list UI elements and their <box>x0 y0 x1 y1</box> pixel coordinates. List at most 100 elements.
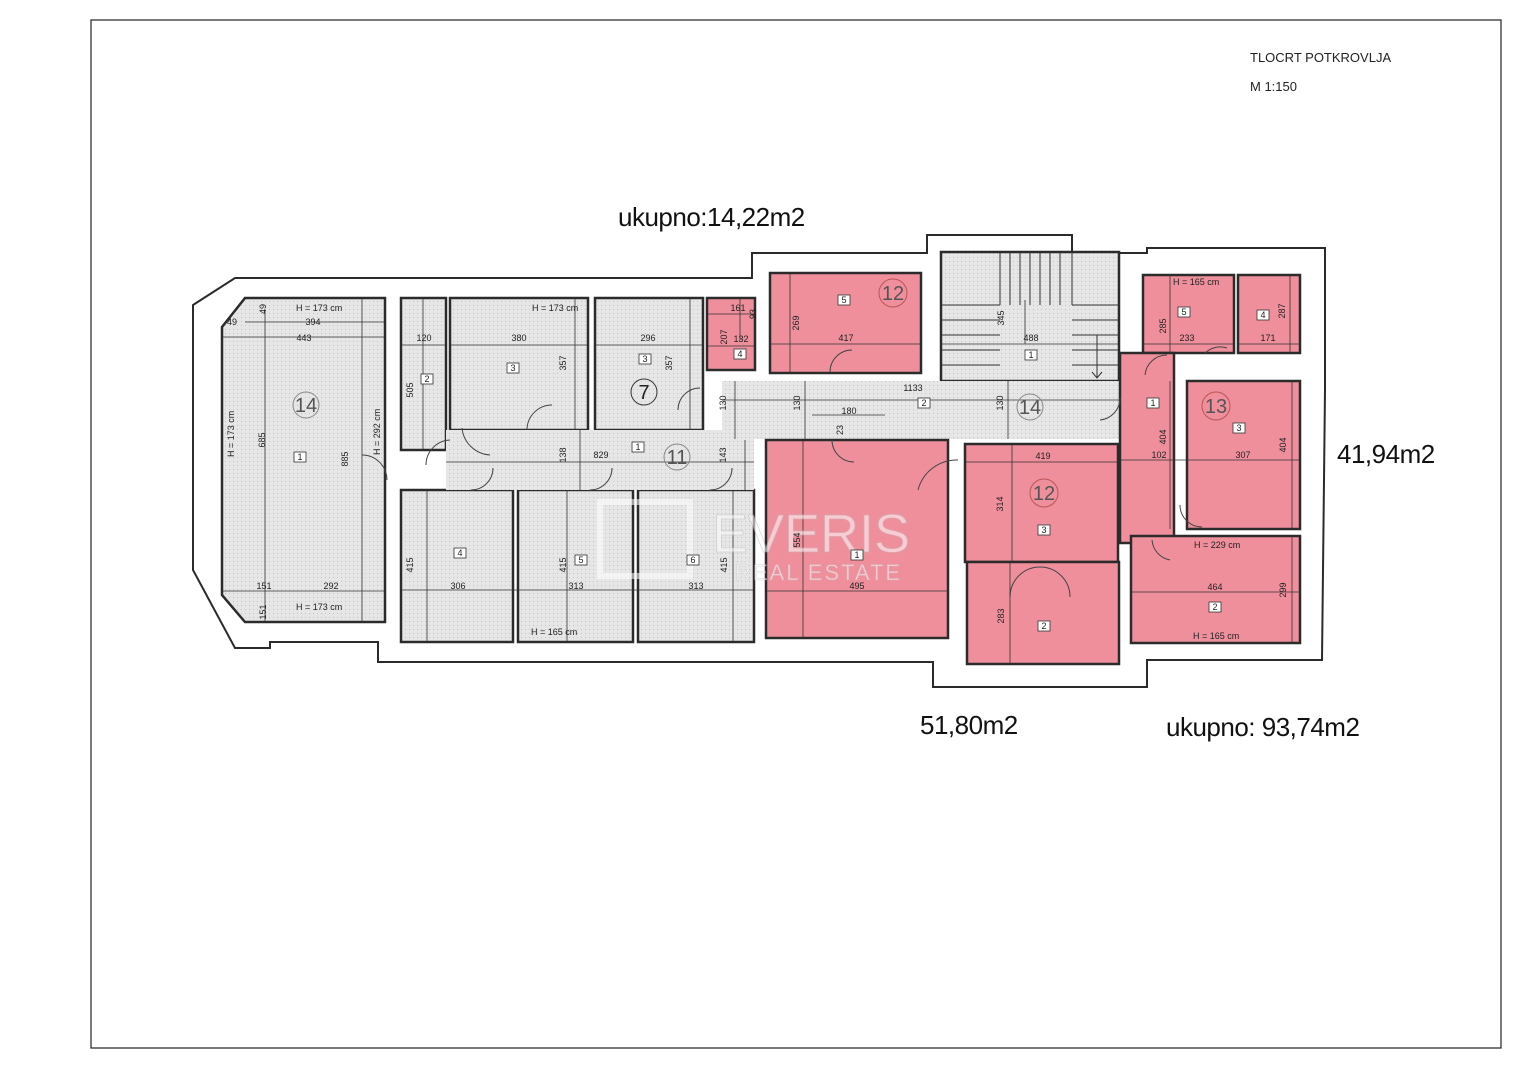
dimension-value: 495 <box>849 581 864 591</box>
doors <box>361 346 1228 598</box>
dimension-value: 171 <box>1260 333 1275 343</box>
dimension-value: 554 <box>792 532 802 547</box>
dimension-value: 488 <box>1023 333 1038 343</box>
room-11-5 <box>516 488 635 644</box>
dimension-value: 285 <box>1158 318 1168 333</box>
room-12-2 <box>965 560 1121 666</box>
height-label: H = 173 cm <box>296 602 342 612</box>
dimension-value: 415 <box>558 557 568 572</box>
unit-number: 11 <box>667 447 688 469</box>
dimension-value: 233 <box>1179 333 1194 343</box>
room-number: 5 <box>841 295 846 305</box>
dimension-value: 394 <box>305 317 320 327</box>
area-label-bottom-right: ukupno: 93,74m2 <box>1166 712 1360 742</box>
room-number: 3 <box>1236 423 1241 433</box>
room-number: 2 <box>424 374 429 384</box>
dimension-value: 443 <box>296 333 311 343</box>
room-number: 1 <box>1150 398 1155 408</box>
unit-number: 13 <box>1205 396 1227 418</box>
dimension-value: 130 <box>792 395 802 410</box>
dimension-value: 464 <box>1207 582 1222 592</box>
dimension-value: 404 <box>1278 437 1288 452</box>
dimension-value: 313 <box>568 581 583 591</box>
dimension-value: 161 <box>730 303 745 313</box>
sheet-title: TLOCRT POTKROVLJA <box>1250 50 1392 65</box>
height-label: H = 165 cm <box>1173 277 1219 287</box>
sheet-scale: M 1:150 <box>1250 79 1297 94</box>
dimension-value: 49 <box>258 304 268 314</box>
dimension-value: 132 <box>733 334 748 344</box>
dimension-value: 130 <box>995 395 1005 410</box>
dimension-value: 885 <box>340 451 350 466</box>
room-13-1 <box>1118 351 1176 545</box>
room-number: 3 <box>642 354 647 364</box>
dimension-value: 415 <box>719 557 729 572</box>
unit-number: 12 <box>882 283 904 305</box>
dimension-value: 314 <box>995 496 1005 511</box>
room-number: 2 <box>921 398 926 408</box>
room-12-4 <box>705 296 757 372</box>
dimension-value: 415 <box>405 557 415 572</box>
dimension-value: 357 <box>558 355 568 370</box>
dimension-value: 102 <box>1151 450 1166 460</box>
corridor-14 <box>722 381 1120 439</box>
height-label: H = 229 cm <box>1194 540 1240 550</box>
sheet-border <box>90 19 1502 1049</box>
room-13-2 <box>1129 534 1302 645</box>
dimension-value: 380 <box>511 333 526 343</box>
room-11-4 <box>399 488 515 644</box>
dimension-value: 138 <box>558 447 568 462</box>
dimension-value: 1133 <box>903 383 922 393</box>
room-number: 1 <box>635 442 640 452</box>
watermark-logo-icon <box>597 499 693 579</box>
room-12-1 <box>764 438 950 640</box>
dimension-numbers: 49 49 394 443 685 885 151 151 292 120 50… <box>227 303 1288 624</box>
dimension-value: 151 <box>256 581 271 591</box>
height-label: H = 173 cm <box>532 303 578 313</box>
room-13-3 <box>1185 379 1302 531</box>
height-label: H = 292 cm <box>372 409 382 455</box>
dimension-value: 93 <box>748 309 758 319</box>
room-number: 4 <box>737 349 742 359</box>
watermark-name: EVERIS <box>712 504 910 564</box>
dimension-lines <box>222 273 1300 664</box>
room-number: 3 <box>510 363 515 373</box>
dimension-value: 151 <box>258 604 268 619</box>
dimension-value: 143 <box>718 447 728 462</box>
unit-number: 7 <box>638 382 649 404</box>
dimension-value: 283 <box>996 608 1006 623</box>
height-label: H = 165 cm <box>1193 631 1239 641</box>
dimension-value: 685 <box>257 432 267 447</box>
room-number: 5 <box>1181 307 1186 317</box>
height-label: H = 173 cm <box>226 411 236 457</box>
dimension-value: 180 <box>841 406 856 416</box>
room-number: 5 <box>578 555 583 565</box>
area-label-bottom-center: 51,80m2 <box>920 710 1018 740</box>
dimension-value: 419 <box>1035 451 1050 461</box>
room-12-3 <box>963 442 1120 564</box>
dimension-value: 23 <box>835 425 845 435</box>
dimension-value: 307 <box>1235 450 1250 460</box>
room-12-5 <box>768 271 923 375</box>
dimension-value: 207 <box>719 329 729 344</box>
dimension-value: 49 <box>227 317 237 327</box>
unit-numbers: 14 7 11 12 14 12 13 <box>292 278 1231 508</box>
height-label: H = 165 cm <box>531 627 577 637</box>
dimension-value: 306 <box>450 581 465 591</box>
dimension-value: 357 <box>664 355 674 370</box>
watermark-tagline: REAL ESTATE <box>735 560 902 585</box>
dimension-value: 505 <box>405 382 415 397</box>
dimension-value: 404 <box>1158 429 1168 444</box>
area-label-right: 41,94m2 <box>1337 439 1435 469</box>
dimension-value: 299 <box>1278 582 1288 597</box>
height-labels: H = 173 cm H = 173 cm H = 173 cm H = 292… <box>226 277 1240 641</box>
room-number: 2 <box>1041 621 1046 631</box>
room-numbers: 1 2 3 4 5 6 2 3 4 1 4 5 1 2 1 3 2 5 1 3 <box>293 294 1270 632</box>
watermark: EVERIS REAL ESTATE <box>597 499 910 585</box>
highlighted-rooms <box>705 271 1302 666</box>
dimension-value: 292 <box>323 581 338 591</box>
dimension-value: 287 <box>1277 303 1287 318</box>
room-number: 2 <box>1212 602 1217 612</box>
room-number: 4 <box>1260 310 1265 320</box>
